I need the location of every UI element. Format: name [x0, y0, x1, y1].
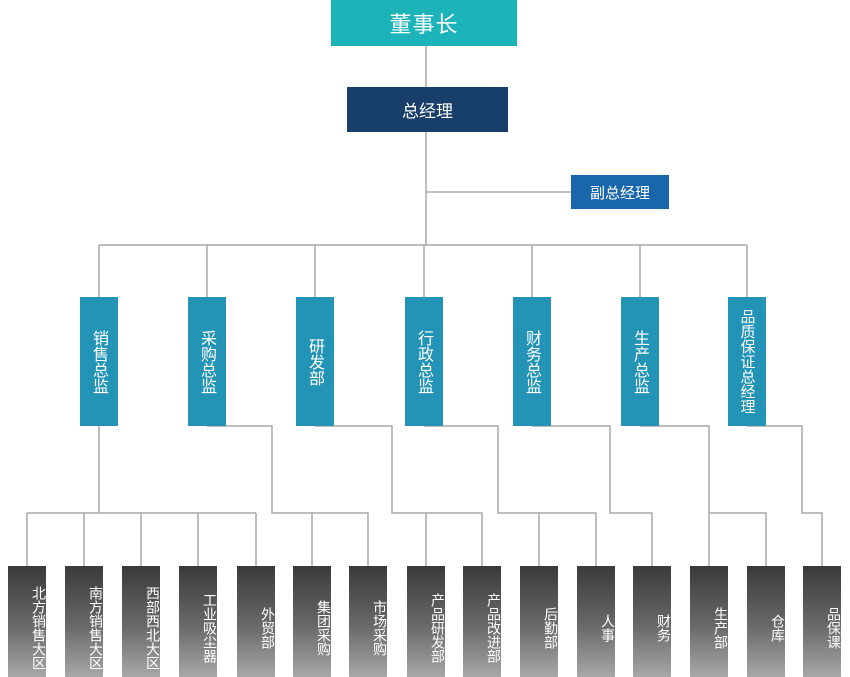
unit-node: 产品改进部 — [463, 566, 501, 677]
connector-admin — [424, 425, 597, 566]
unit-node: 品保课 — [803, 566, 841, 677]
unit-node: 外贸部 — [237, 566, 275, 677]
unit-node: 南方销售大区 — [65, 566, 103, 677]
unit-node: 集团采购 — [293, 566, 331, 677]
general-manager-node: 总经理 — [347, 87, 508, 132]
connector-rnd — [315, 425, 483, 566]
unit-node: 财务 — [633, 566, 671, 677]
unit-node: 人事 — [577, 566, 615, 677]
department-node: 财务总监 — [513, 297, 551, 426]
unit-node: 后勤部 — [520, 566, 558, 677]
department-node: 生产总监 — [621, 297, 659, 426]
connector-production — [640, 425, 767, 566]
unit-node: 西部西北大区 — [122, 566, 160, 677]
unit-node: 市场采购 — [349, 566, 387, 677]
unit-node: 工业吸尘器 — [179, 566, 217, 677]
connector-sales-units — [26, 513, 257, 566]
department-node: 研发部 — [296, 297, 334, 426]
department-node: 品质保证总经理 — [728, 297, 766, 426]
department-node: 采购总监 — [188, 297, 226, 426]
unit-node: 仓库 — [747, 566, 785, 677]
chairman-node: 董事长 — [331, 0, 517, 46]
connector-quality — [747, 425, 823, 566]
unit-node: 生产部 — [690, 566, 728, 677]
unit-node: 北方销售大区 — [8, 566, 46, 677]
deputy-general-manager-node: 副总经理 — [571, 175, 669, 209]
connector-finance — [532, 425, 653, 566]
department-node: 行政总监 — [405, 297, 443, 426]
department-node: 销售总监 — [80, 297, 118, 426]
unit-node: 产品研发部 — [407, 566, 445, 677]
connector-purchasing — [207, 425, 369, 566]
